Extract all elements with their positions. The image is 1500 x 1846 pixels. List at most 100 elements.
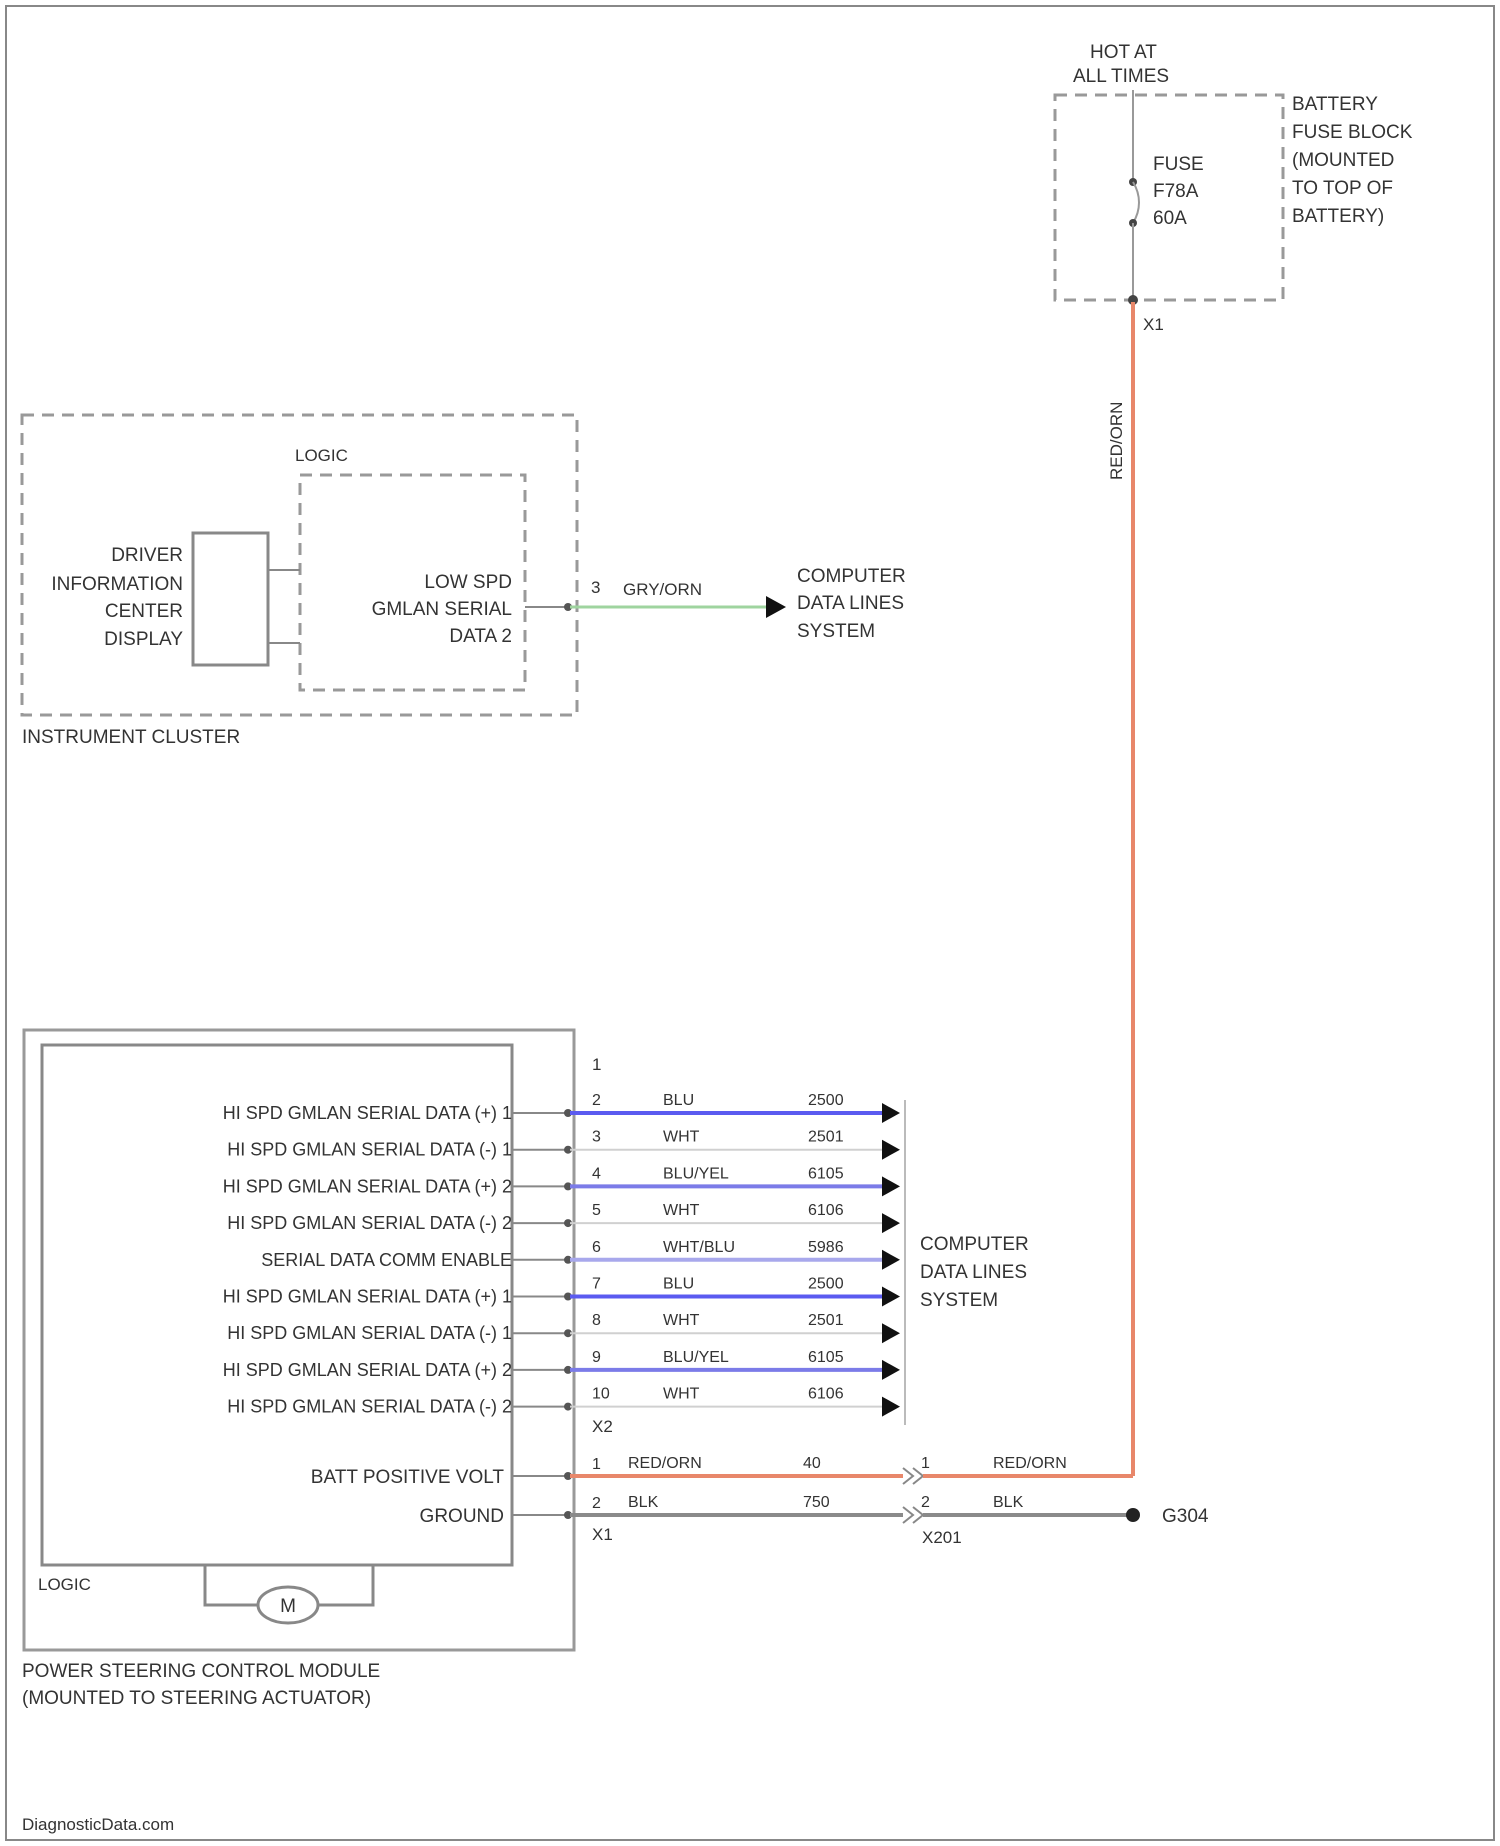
fuse-line-3: 60A [1153,208,1187,229]
inline-connector-icon [903,1468,923,1484]
pscm-name-2: (MOUNTED TO STEERING ACTUATOR) [22,1688,371,1709]
data-circuit-pin-number: 5 [592,1202,601,1219]
data-circuit-color: BLU [663,1276,694,1293]
data-circuit-arrow [882,1323,900,1343]
data-circuit-arrow [882,1103,900,1123]
power-circuit-label: BATT POSITIVE VOLT [311,1467,505,1488]
motor-label: M [280,1596,296,1617]
data-circuit-label: HI SPD GMLAN SERIAL DATA (-) 2 [227,1213,512,1233]
data-circuit-color: WHT [663,1202,700,1219]
fuse-block-name-5: BATTERY) [1292,206,1384,227]
data-circuit-number: 5986 [808,1239,844,1256]
cluster-logic-label: LOGIC [295,446,348,465]
fuse-icon [1133,182,1139,223]
data-circuit-color: WHT [663,1129,700,1146]
data-circuit-number: 6106 [808,1202,844,1219]
data-circuit-arrow [882,1250,900,1270]
cluster-dest-3: SYSTEM [797,621,875,642]
data-circuit-color: WHT [663,1312,700,1329]
dic-display-box [193,533,268,665]
power-circuit-color: BLK [628,1494,659,1511]
riser-wire: RED/ORN [1107,302,1133,1476]
battery-fuse-block: HOT AT ALL TIMES FUSE F78A 60A BATTERY F… [1055,42,1413,334]
data-circuit-label: HI SPD GMLAN SERIAL DATA (-) 1 [227,1323,512,1343]
inline-pin-number: 1 [921,1455,930,1472]
riser-wire-color-label: RED/ORN [1107,402,1126,480]
data-circuit-row: HI SPD GMLAN SERIAL DATA (+) 2 9 BLU/YEL 61… [223,1349,900,1380]
power-circuit-pin-number: 2 [592,1495,601,1512]
data-circuit-pin-number: 7 [592,1276,601,1293]
data-circuit-number: 2500 [808,1092,844,1109]
data-circuit-number: 2500 [808,1276,844,1293]
ground-label: G304 [1162,1506,1209,1527]
pscm-logic-label: LOGIC [38,1575,91,1594]
fuse-block-name-2: FUSE BLOCK [1292,122,1413,143]
fuse-block-name-3: (MOUNTED [1292,150,1394,171]
cluster-wire-color: GRY/ORN [623,580,702,599]
power-steering-control-module: LOGIC M 1 X2 X1 HI SPD GMLAN SERIAL DATA… [22,1030,1209,1709]
data-circuit-arrow [882,1397,900,1417]
fuse-line-1: FUSE [1153,154,1204,175]
data-circuit-color: BLU/YEL [663,1349,729,1366]
pscm-dest-2: DATA LINES [920,1262,1027,1283]
cluster-circuit-label-1: LOW SPD [424,572,512,593]
data-circuit-label: HI SPD GMLAN SERIAL DATA (-) 2 [227,1397,512,1417]
cluster-circuit-label-3: DATA 2 [449,626,512,647]
data-circuit-number: 6105 [808,1349,844,1366]
supply-label-2: ALL TIMES [1073,66,1169,87]
fuse-line-2: F78A [1153,181,1199,202]
power-circuit-row: GROUND2BLK7502BLK [420,1494,1128,1527]
fuse-block-name-4: TO TOP OF [1292,178,1393,199]
data-circuit-color: WHT/BLU [663,1239,735,1256]
data-circuit-pin-number: 10 [592,1386,610,1403]
data-circuit-label: HI SPD GMLAN SERIAL DATA (+) 1 [223,1287,512,1307]
data-circuit-number: 6106 [808,1386,844,1403]
power-circuit-number: 40 [803,1455,821,1472]
pscm-dest-3: SYSTEM [920,1290,998,1311]
data-circuit-row: HI SPD GMLAN SERIAL DATA (+) 1 7 BLU 2500 [223,1276,900,1307]
data-circuit-label: HI SPD GMLAN SERIAL DATA (+) 1 [223,1103,512,1123]
inline-wire-color: RED/ORN [993,1455,1067,1472]
data-circuit-number: 6105 [808,1165,844,1182]
data-circuit-label: HI SPD GMLAN SERIAL DATA (+) 2 [223,1176,512,1196]
data-circuit-arrow [882,1176,900,1196]
supply-label-1: HOT AT [1090,42,1157,63]
cluster-arrow [766,596,786,618]
data-circuit-row: HI SPD GMLAN SERIAL DATA (-) 13WHT2501 [227,1129,900,1160]
cluster-name: INSTRUMENT CLUSTER [22,727,240,748]
data-circuit-arrow [882,1360,900,1380]
cluster-circuit-label-2: GMLAN SERIAL [372,599,512,620]
ground-node [1126,1508,1140,1522]
dic-label-3: CENTER [105,601,183,622]
data-circuit-color: BLU [663,1092,694,1109]
data-circuit-color: BLU/YEL [663,1165,729,1182]
inline-connector-label: X201 [922,1528,962,1547]
data-circuit-pin-number: 2 [592,1092,601,1109]
fuse-block-name-1: BATTERY [1292,94,1378,115]
data-circuit-pin-number: 6 [592,1239,601,1256]
watermark: DiagnosticData.com [22,1815,174,1834]
data-circuit-color: WHT [663,1386,700,1403]
dic-label-4: DISPLAY [104,629,183,650]
dic-label-2: INFORMATION [51,574,183,595]
data-circuit-arrow [882,1140,900,1160]
data-circuit-arrow [882,1287,900,1307]
data-circuit-pin-number: 8 [592,1312,601,1329]
data-circuit-pin-number: 4 [592,1165,601,1182]
data-circuit-row: HI SPD GMLAN SERIAL DATA (+) 2 4 BLU/YEL 61… [223,1165,900,1196]
data-circuit-row: HI SPD GMLAN SERIAL DATA (-) 2 10 WHT 6106 [227,1386,900,1417]
dic-label-1: DRIVER [111,545,183,566]
data-circuit-pin-number: 9 [592,1349,601,1366]
pscm-name-1: POWER STEERING CONTROL MODULE [22,1661,380,1682]
data-circuit-label: HI SPD GMLAN SERIAL DATA (+) 2 [223,1360,512,1380]
power-circuit-number: 750 [803,1494,830,1511]
data-circuit-number: 2501 [808,1129,844,1146]
data-circuit-row: HI SPD GMLAN SERIAL DATA (+) 1 2 BLU 2500 [223,1092,900,1123]
data-circuit-label: HI SPD GMLAN SERIAL DATA (-) 1 [227,1140,512,1160]
inline-pin-number: 2 [921,1494,930,1511]
inline-connector-icon [903,1507,923,1523]
